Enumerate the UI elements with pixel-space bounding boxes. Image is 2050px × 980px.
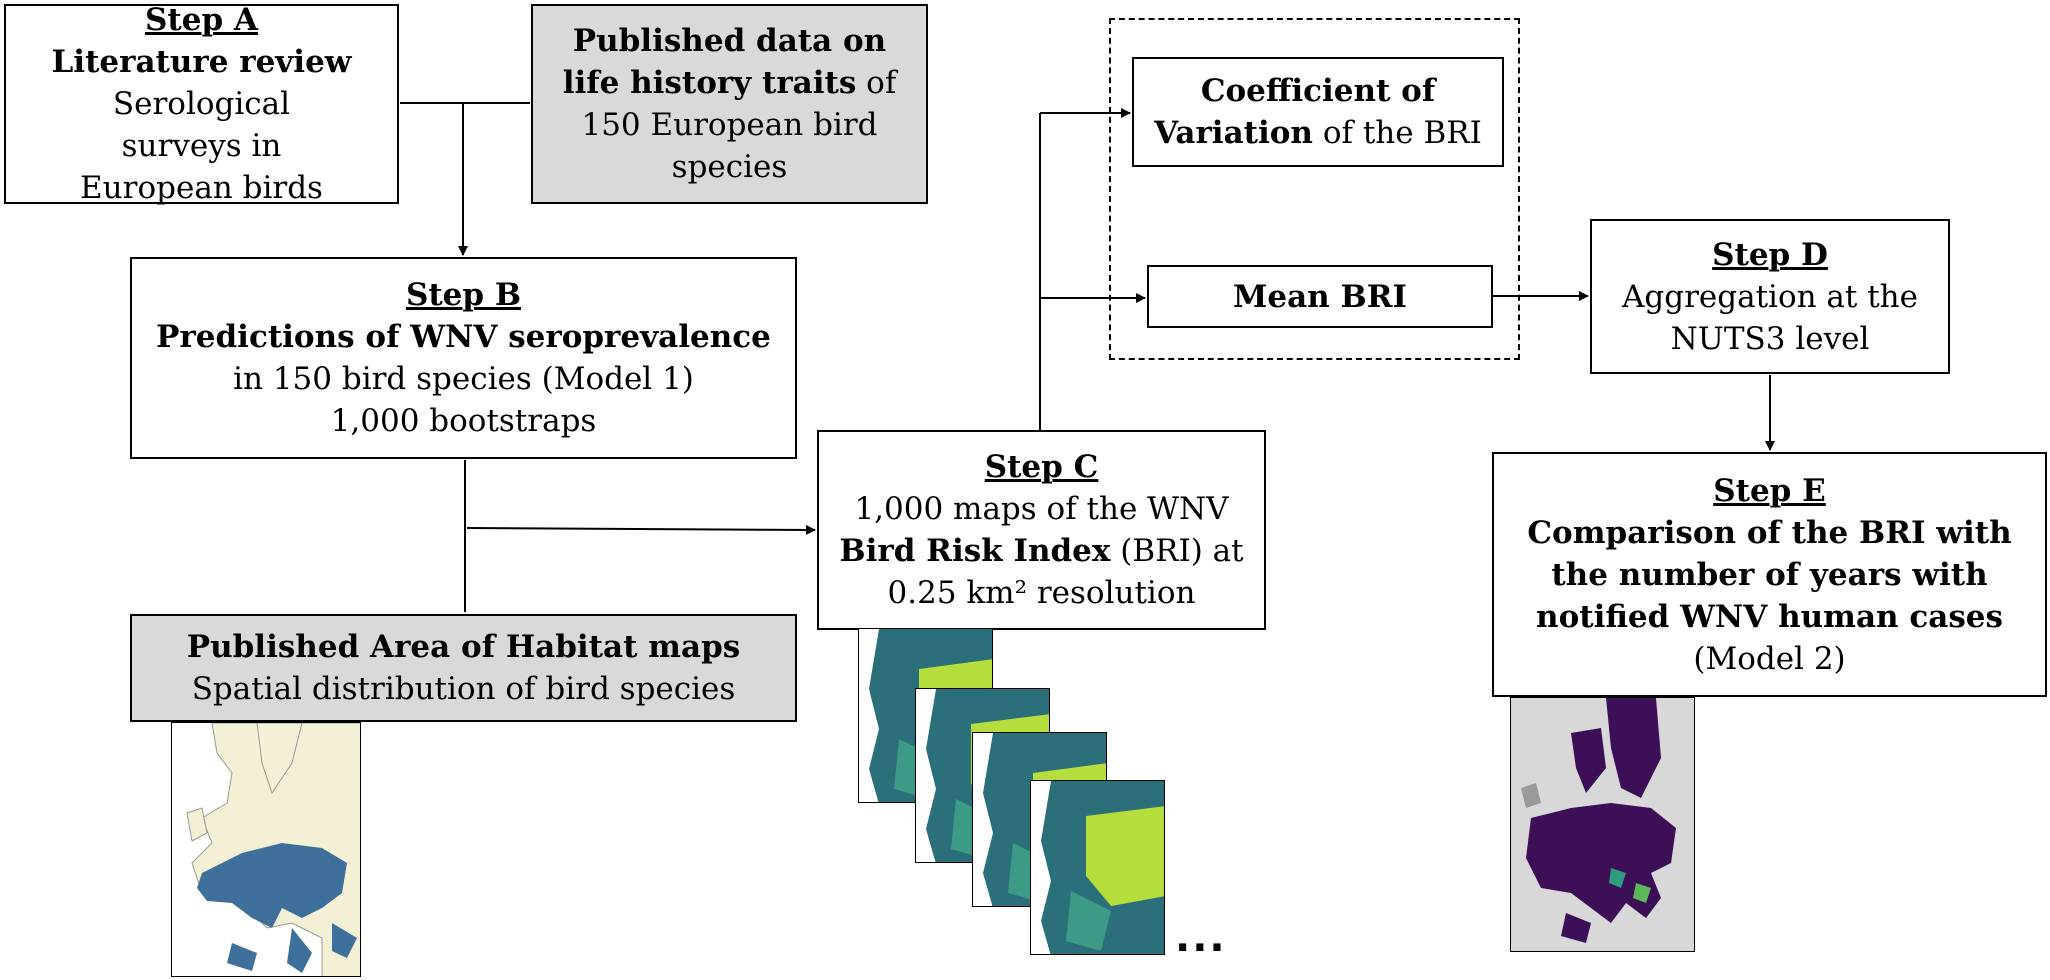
- step-b-box: Step B Predictions of WNV seroprevalence…: [130, 257, 797, 459]
- bri-map-4-graphic: [1041, 781, 1164, 954]
- step-b-label: Step B: [405, 277, 522, 313]
- step-d-line2: NUTS3 level: [1670, 320, 1870, 357]
- coefficient-bold: Coefficient of Variation: [1154, 73, 1436, 151]
- step-e-bold: Comparison of the BRI with the number of…: [1527, 514, 2012, 635]
- step-c-mid: (BRI) at: [1110, 533, 1244, 569]
- human-cases-map-graphic: [1511, 698, 1694, 951]
- step-d-box: Step D Aggregation at the NUTS3 level: [1590, 219, 1950, 374]
- step-c-bold: Bird Risk Index: [839, 533, 1111, 569]
- step-c-line3: 0.25 km² resolution: [887, 575, 1196, 611]
- step-b-line1: in 150 bird species (Model 1): [233, 361, 694, 397]
- step-c-line1: 1,000 maps of the WNV: [854, 491, 1229, 527]
- habitat-title: Published Area of Habitat maps: [186, 629, 741, 665]
- step-d-label: Step D: [1712, 236, 1828, 273]
- step-a-label: Step A: [145, 2, 258, 38]
- step-d-line1: Aggregation at the: [1622, 278, 1918, 315]
- step-a-title: Literature review: [51, 44, 352, 80]
- mean-bri-label: Mean BRI: [1233, 278, 1407, 315]
- human-cases-map: [1510, 697, 1695, 952]
- step-a-text: Serological surveys in European birds: [80, 86, 323, 206]
- coefficient-rest: of the BRI: [1312, 115, 1482, 151]
- step-e-box: Step E Comparison of the BRI with the nu…: [1492, 452, 2047, 697]
- more-maps-ellipsis: ...: [1175, 915, 1227, 961]
- step-e-rest: (Model 2): [1693, 640, 1846, 677]
- coefficient-box: Coefficient of Variation of the BRI: [1132, 57, 1504, 167]
- habitat-text: Spatial distribution of bird species: [191, 671, 736, 707]
- step-a-box: Step A Literature review Serological sur…: [4, 2, 399, 206]
- arrow-to-step-c: [466, 524, 816, 535]
- habitat-map-graphic: [186, 723, 360, 976]
- published-traits-box: Published data on life history traits of…: [531, 4, 928, 204]
- bri-summary-group: [1109, 18, 1520, 360]
- published-traits-bold: Published data on life history traits: [562, 23, 887, 101]
- bri-map-4: [1030, 780, 1165, 955]
- step-e-label: Step E: [1713, 472, 1826, 509]
- mean-bri-box: Mean BRI: [1147, 265, 1493, 328]
- step-c-label: Step C: [984, 449, 1099, 485]
- published-traits-text: Published data on life history traits of…: [550, 20, 910, 188]
- step-b-line2: 1,000 bootstraps: [330, 403, 597, 439]
- habitat-box: Published Area of Habitat maps Spatial d…: [130, 614, 797, 722]
- coefficient-text: Coefficient of Variation of the BRI: [1153, 70, 1483, 154]
- published-traits-rest: of 150 European bird species: [581, 65, 897, 185]
- habitat-range-map: [171, 722, 361, 977]
- step-c-box: Step C 1,000 maps of the WNV Bird Risk I…: [817, 430, 1266, 630]
- step-b-title: Predictions of WNV seroprevalence: [156, 319, 771, 355]
